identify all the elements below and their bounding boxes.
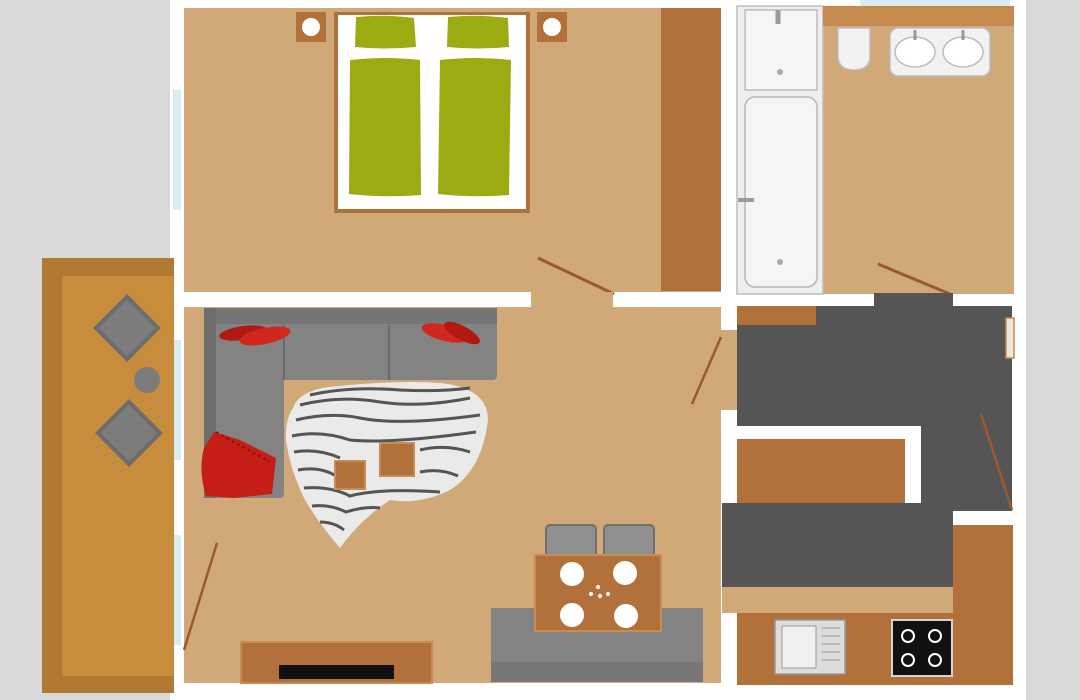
blanket bbox=[201, 432, 276, 498]
hallway-floor-right bbox=[737, 293, 1012, 511]
bathroom-door bbox=[877, 262, 951, 296]
burner-icon bbox=[928, 653, 942, 667]
hallway bbox=[737, 293, 1015, 511]
living-room bbox=[182, 292, 738, 684]
lamp-icon bbox=[543, 18, 561, 36]
wardrobe bbox=[661, 8, 721, 291]
bedroom bbox=[184, 8, 721, 296]
pillow-right bbox=[447, 15, 509, 49]
drain-icon bbox=[777, 259, 783, 265]
blanket-fringe bbox=[215, 431, 271, 463]
cushion bbox=[444, 321, 480, 345]
dining-table bbox=[534, 554, 662, 632]
bench-back bbox=[491, 662, 703, 682]
plate-icon bbox=[560, 603, 584, 627]
cooktop bbox=[891, 619, 953, 677]
burner-icon bbox=[901, 629, 915, 643]
cushion bbox=[239, 326, 291, 346]
window bbox=[173, 340, 181, 460]
balcony bbox=[42, 258, 174, 693]
hallway-floor bbox=[737, 306, 857, 426]
coat-hook-icon bbox=[1005, 317, 1015, 359]
corner-sofa bbox=[201, 308, 497, 498]
nightstand-left bbox=[296, 12, 326, 42]
kitchen-sink bbox=[774, 619, 846, 675]
drain-icon bbox=[777, 69, 783, 75]
kitchen-floor bbox=[722, 503, 953, 587]
shoe-cabinet bbox=[737, 306, 816, 325]
burner-icon bbox=[901, 653, 915, 667]
storage-cabinet bbox=[737, 439, 905, 503]
lamp-icon bbox=[302, 18, 320, 36]
window bbox=[173, 90, 181, 210]
bedroom-doorway bbox=[531, 292, 613, 308]
duvet-left bbox=[349, 58, 421, 197]
double-bed bbox=[334, 12, 530, 213]
plate-icon bbox=[560, 562, 584, 586]
bathroom bbox=[736, 5, 1014, 296]
plate-icon bbox=[613, 561, 637, 585]
basin-right bbox=[942, 36, 984, 68]
kitchen-floor-strip bbox=[722, 587, 953, 613]
tv bbox=[279, 665, 394, 679]
hall-doorway bbox=[720, 330, 738, 410]
duvet-right bbox=[438, 58, 511, 197]
sink-basin bbox=[781, 625, 817, 669]
toilet bbox=[837, 27, 871, 71]
bathtub bbox=[744, 96, 818, 288]
nightstand-right bbox=[537, 12, 567, 42]
vanity-counter bbox=[823, 6, 1014, 26]
dining-set bbox=[491, 524, 703, 682]
burner-icon bbox=[928, 629, 942, 643]
window bbox=[173, 535, 181, 645]
pillow-left bbox=[355, 15, 416, 49]
plate-icon bbox=[614, 604, 638, 628]
shower-tray bbox=[744, 9, 818, 91]
balcony-door bbox=[182, 542, 219, 651]
hall-door bbox=[690, 336, 723, 405]
zebra-stripes bbox=[291, 386, 481, 532]
balcony-tile bbox=[93, 294, 161, 362]
side-table bbox=[334, 460, 366, 490]
sofa-backrest bbox=[204, 308, 497, 324]
balcony-tile bbox=[95, 399, 163, 467]
kitchen bbox=[722, 503, 1013, 685]
double-sink bbox=[889, 27, 991, 77]
window bbox=[860, 0, 1010, 6]
bedroom-door bbox=[537, 256, 615, 296]
coffee-table bbox=[379, 442, 415, 477]
entry-door bbox=[979, 413, 1014, 511]
balcony-stool bbox=[134, 367, 160, 393]
basin-left bbox=[894, 36, 936, 68]
